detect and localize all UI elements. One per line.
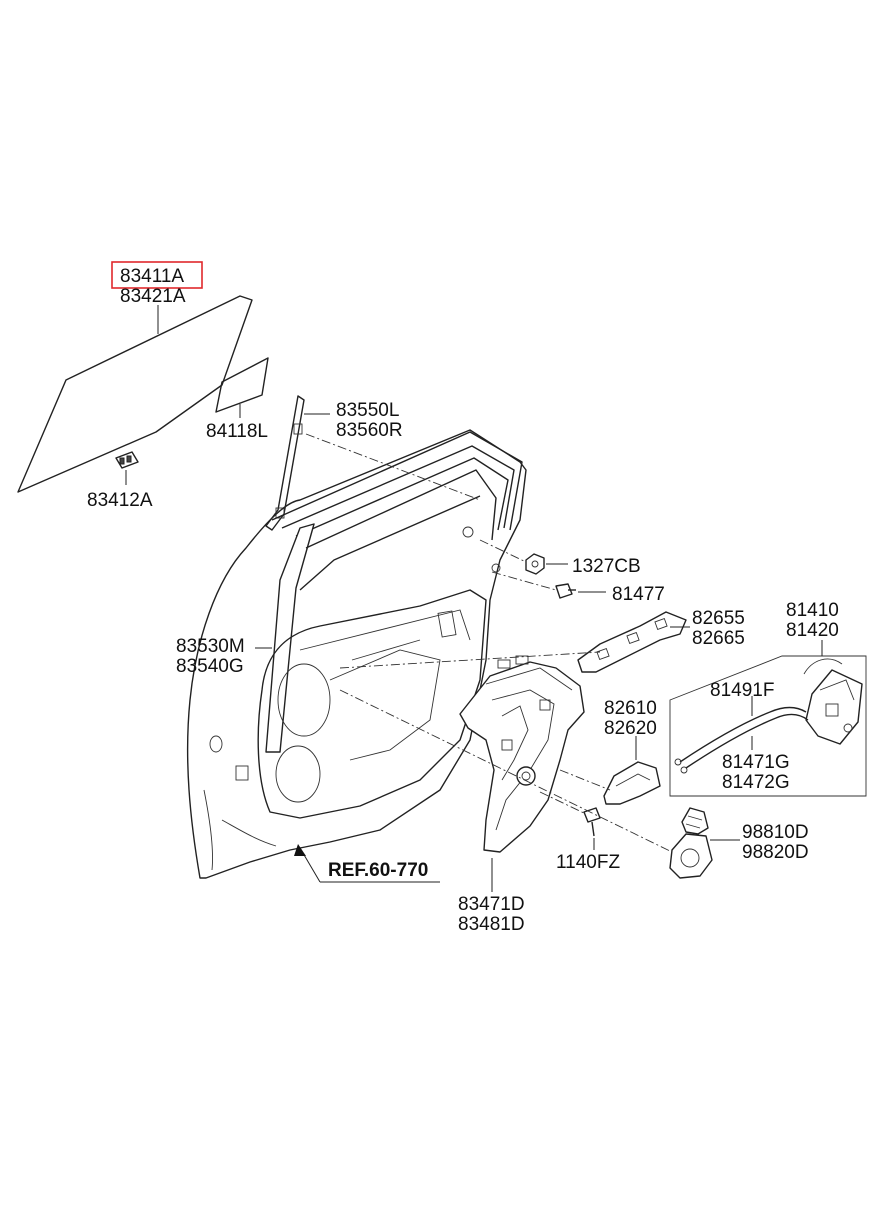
label-98810D[interactable]: 98810D — [742, 822, 809, 843]
bolt-81477[interactable] — [555, 583, 606, 599]
label-82610[interactable]: 82610 — [604, 698, 657, 719]
door-glass[interactable] — [17, 295, 253, 493]
label-81420[interactable]: 81420 — [786, 620, 839, 641]
label-83471D[interactable]: 83471D — [458, 894, 525, 915]
highlight-box — [111, 261, 203, 289]
window-regulator[interactable] — [459, 655, 585, 892]
window-motor[interactable] — [669, 807, 740, 879]
label-83530M[interactable]: 83530M — [176, 636, 245, 657]
label-98820D[interactable]: 98820D — [742, 842, 809, 863]
label-82665[interactable]: 82665 — [692, 628, 745, 649]
label-83550L[interactable]: 83550L — [336, 400, 399, 421]
door-latch[interactable] — [803, 658, 863, 745]
label-82655[interactable]: 82655 — [692, 608, 745, 629]
label-1327CB[interactable]: 1327CB — [572, 556, 641, 577]
label-81472G[interactable]: 81472G — [722, 772, 790, 793]
bolt-1140[interactable] — [583, 807, 601, 850]
reference-arrow — [294, 844, 440, 883]
outside-handle-bracket[interactable] — [577, 611, 690, 673]
label-83421A[interactable]: 83421A — [120, 286, 186, 307]
glass-holder[interactable] — [115, 451, 139, 485]
nut[interactable] — [525, 553, 568, 575]
reference-label[interactable]: REF.60-770 — [328, 860, 428, 881]
label-1140FZ[interactable]: 1140FZ — [556, 852, 620, 873]
label-84118L[interactable]: 84118L — [206, 421, 268, 442]
door-panel[interactable] — [186, 429, 527, 879]
locator-lines — [305, 433, 673, 853]
label-82620[interactable]: 82620 — [604, 718, 657, 739]
label-83540G[interactable]: 83540G — [176, 656, 244, 677]
latch-cable-group — [669, 640, 867, 797]
glass-film[interactable] — [215, 357, 269, 418]
label-83481D[interactable]: 83481D — [458, 914, 525, 935]
label-81491F[interactable]: 81491F — [710, 680, 774, 701]
label-81477[interactable]: 81477 — [612, 584, 665, 605]
latch-cables[interactable] — [674, 696, 809, 774]
label-83411A[interactable]: 83411A — [120, 266, 184, 287]
label-81410[interactable]: 81410 — [786, 600, 839, 621]
label-83560R[interactable]: 83560R — [336, 420, 403, 441]
inside-handle[interactable] — [603, 736, 661, 805]
label-81471G[interactable]: 81471G — [722, 752, 790, 773]
glass-run-channel[interactable] — [265, 395, 330, 531]
label-83412A[interactable]: 83412A — [87, 490, 153, 511]
